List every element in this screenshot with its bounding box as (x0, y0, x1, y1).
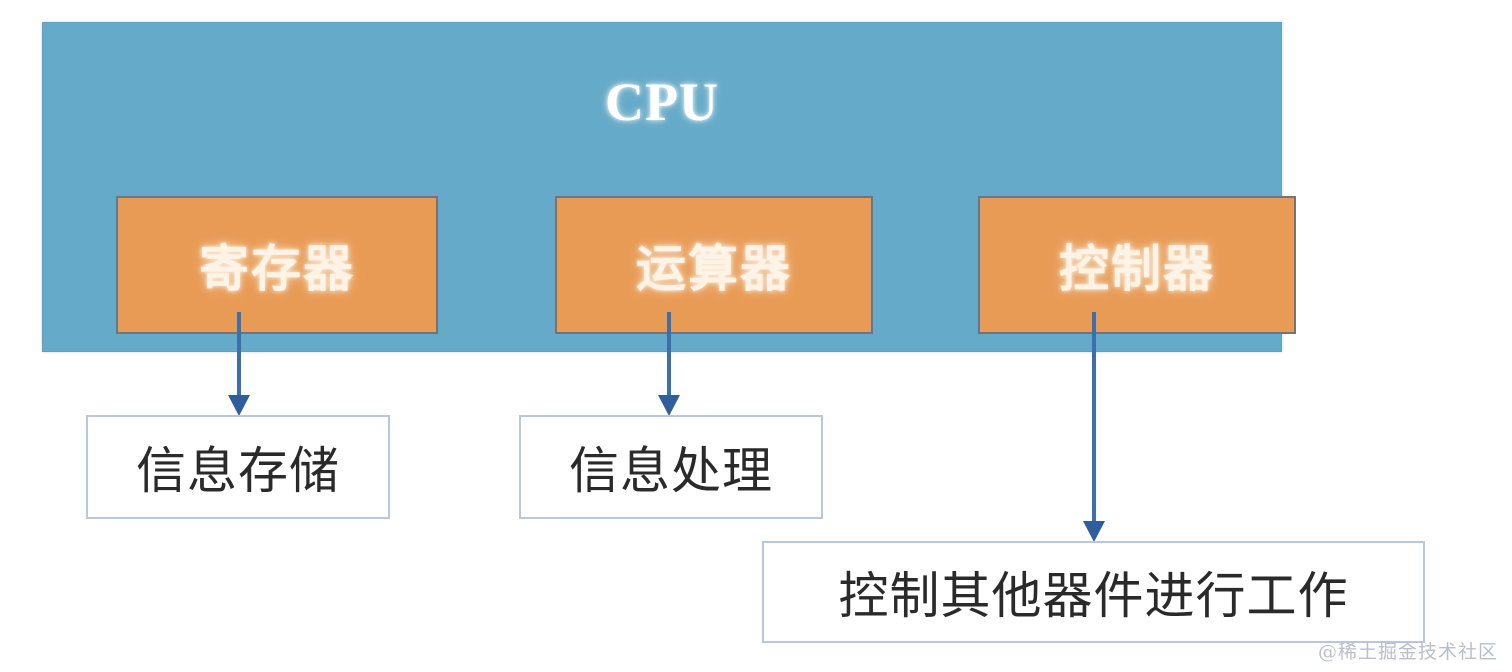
outcome-label-processing: 信息处理 (569, 442, 773, 500)
unit-box-register: 寄存器 (116, 196, 438, 334)
outcome-box-control: 控制其他器件进行工作 (762, 541, 1425, 643)
arrow-alu-to-processing (658, 312, 680, 416)
outcome-label-storage: 信息存储 (136, 442, 340, 500)
unit-label-register: 寄存器 (199, 240, 355, 298)
outcome-box-processing: 信息处理 (519, 415, 823, 519)
cpu-container: CPU 寄存器 运算器 控制器 (42, 22, 1296, 352)
outcome-label-control: 控制其他器件进行工作 (838, 567, 1349, 625)
arrow-register-to-storage (228, 312, 250, 416)
outcome-box-storage: 信息存储 (86, 415, 390, 519)
watermark: @稀土掘金技术社区 (1317, 641, 1498, 663)
arrow-head-icon (658, 395, 680, 416)
unit-box-controller: 控制器 (978, 196, 1296, 334)
unit-label-controller: 控制器 (1059, 240, 1215, 298)
arrow-shaft (237, 312, 241, 396)
arrow-head-icon (1083, 521, 1105, 542)
arrow-controller-to-control (1083, 312, 1105, 542)
arrow-shaft (667, 312, 671, 396)
arrow-shaft (1092, 312, 1096, 522)
unit-box-alu: 运算器 (555, 196, 873, 334)
unit-label-alu: 运算器 (636, 240, 792, 298)
arrow-head-icon (228, 395, 250, 416)
cpu-title: CPU (605, 72, 719, 132)
